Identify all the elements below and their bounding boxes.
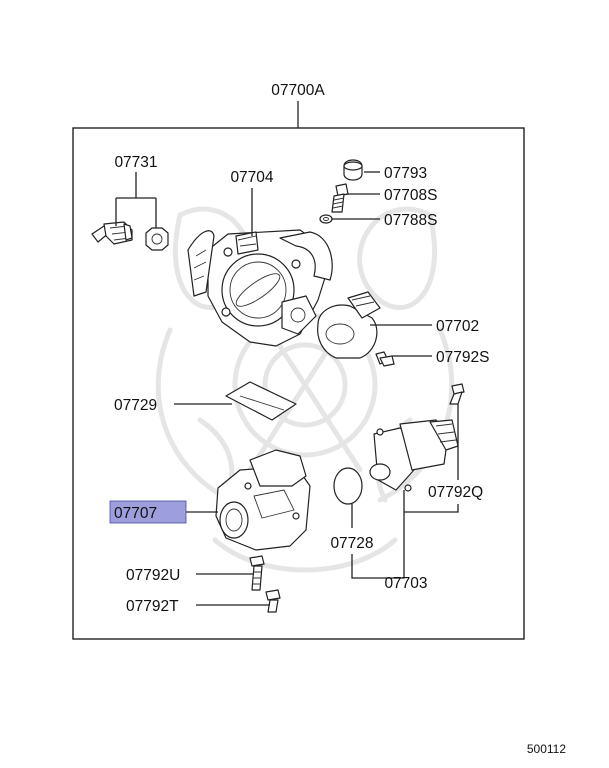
sensor-07731-graphic[interactable] — [91, 221, 169, 251]
part-label-07788S[interactable]: 07788S — [384, 212, 437, 229]
screw-07792S-graphic[interactable] — [375, 351, 395, 367]
part-label-07702[interactable]: 07702 — [436, 318, 479, 335]
part-label-07793[interactable]: 07793 — [384, 165, 427, 182]
part-label-07792Q[interactable]: 07792Q — [428, 484, 483, 501]
screw-07792Q-graphic[interactable] — [449, 383, 465, 405]
diagram-frame — [72, 127, 525, 640]
position-sensor-07702-graphic[interactable] — [317, 291, 381, 359]
part-label-07731[interactable]: 07731 — [114, 154, 157, 171]
footer-code: 500112 — [527, 742, 566, 756]
throttle-body-07704-graphic[interactable] — [187, 229, 333, 347]
oring-07728-graphic[interactable] — [333, 467, 363, 505]
part-label-07704[interactable]: 07704 — [230, 169, 273, 186]
part-label-07703[interactable]: 07703 — [384, 575, 427, 592]
part-label-07728[interactable]: 07728 — [330, 535, 373, 552]
part-label-07729[interactable]: 07729 — [114, 397, 157, 414]
gasket-07729-graphic[interactable] — [225, 381, 297, 421]
leader-lines — [115, 171, 459, 606]
part-label-07792T[interactable]: 07792T — [126, 598, 179, 615]
bolt-07792T-graphic[interactable] — [265, 589, 281, 613]
part-label-07792S[interactable]: 07792S — [436, 349, 489, 366]
highlight-07707 — [109, 500, 187, 524]
part-label-07792U[interactable]: 07792U — [126, 567, 180, 584]
bolt-07792U-graphic[interactable] — [249, 555, 265, 591]
washer-07788S-graphic[interactable] — [319, 214, 333, 224]
part-label-07708S[interactable]: 07708S — [384, 187, 437, 204]
screw-07708S-graphic[interactable] — [331, 183, 349, 213]
valve-07703-graphic[interactable] — [369, 419, 459, 492]
cap-07793-graphic[interactable] — [343, 159, 363, 181]
part-label-07707[interactable]: 07707 — [114, 505, 157, 522]
assembly-label: 07700A — [271, 82, 325, 99]
housing-07707-graphic[interactable] — [215, 449, 311, 551]
